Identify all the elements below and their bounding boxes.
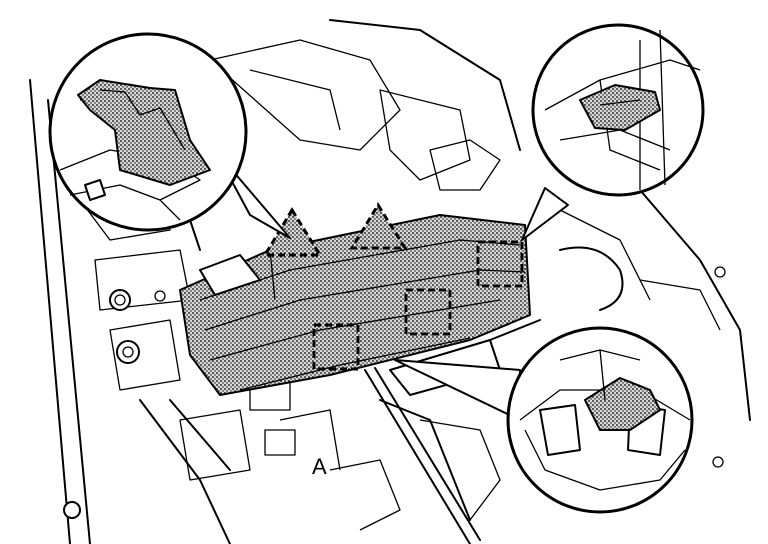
square-marker-3 bbox=[312, 323, 360, 371]
highlight-markers bbox=[262, 202, 524, 371]
detail-callout-bottom-right bbox=[506, 326, 694, 514]
square-marker-2 bbox=[404, 288, 452, 336]
square-marker-1 bbox=[476, 240, 524, 288]
clip-detail-2 bbox=[579, 84, 661, 131]
detail-callout-top-left bbox=[48, 32, 248, 232]
triangle-marker-2 bbox=[349, 202, 408, 250]
clip-detail-1 bbox=[77, 79, 211, 186]
part-label-a: A bbox=[312, 454, 327, 479]
detail-callout-top-right bbox=[531, 23, 705, 197]
triangle-marker-1 bbox=[262, 207, 323, 257]
pointer-line bbox=[364, 367, 481, 544]
